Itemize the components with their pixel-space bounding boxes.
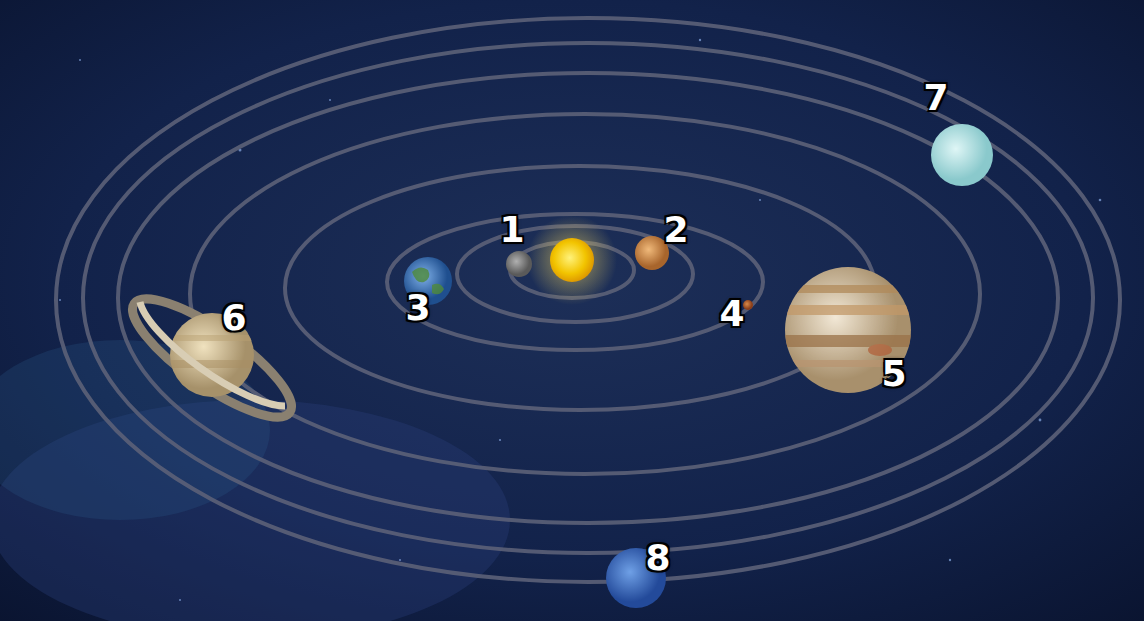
- callout-number: 5: [881, 356, 906, 392]
- callout-number: 1: [499, 212, 524, 248]
- callout-number: 6: [221, 300, 246, 336]
- callout-number: 4: [719, 296, 744, 332]
- callout-number: 2: [663, 212, 688, 248]
- callout-number: 3: [405, 290, 430, 326]
- callout-number: 7: [923, 80, 948, 116]
- callout-number: 8: [645, 540, 670, 576]
